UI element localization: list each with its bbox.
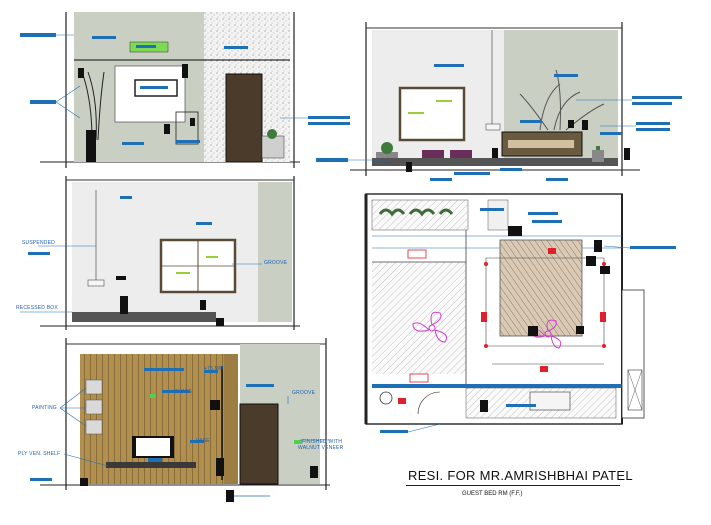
label-suspended: SUSPENDED <box>22 240 55 246</box>
elevation-2 <box>20 176 300 330</box>
label-groove-elev3: GROOVE <box>292 390 316 396</box>
label-ply-ven-shelf: PLY VEN. SHELF <box>18 451 61 457</box>
label-groove-elev2: GROOVE <box>264 260 288 266</box>
label-ghats: GHATS <box>174 389 192 395</box>
label-recessed-box: RECESSED BOX <box>16 305 58 311</box>
elevation-1 <box>20 12 350 168</box>
elevation-4 <box>316 22 682 181</box>
label-finished-with: FINISHED WITH <box>302 439 343 445</box>
title-underline <box>406 485 620 486</box>
label-painting: PAINTING <box>32 405 57 411</box>
drawing-title: RESI. FOR MR.AMRISHBHAI PATEL <box>408 468 633 483</box>
drawing-subtitle: GUEST BED RM (F.F.) <box>462 491 523 497</box>
elevation-3 <box>30 338 330 502</box>
label-vase: VASE <box>196 438 210 444</box>
floor-plan <box>364 193 676 433</box>
label-walnut-veneer: WALNUT VENEER <box>298 445 344 451</box>
label-top-mm: +75 MM <box>204 366 224 372</box>
